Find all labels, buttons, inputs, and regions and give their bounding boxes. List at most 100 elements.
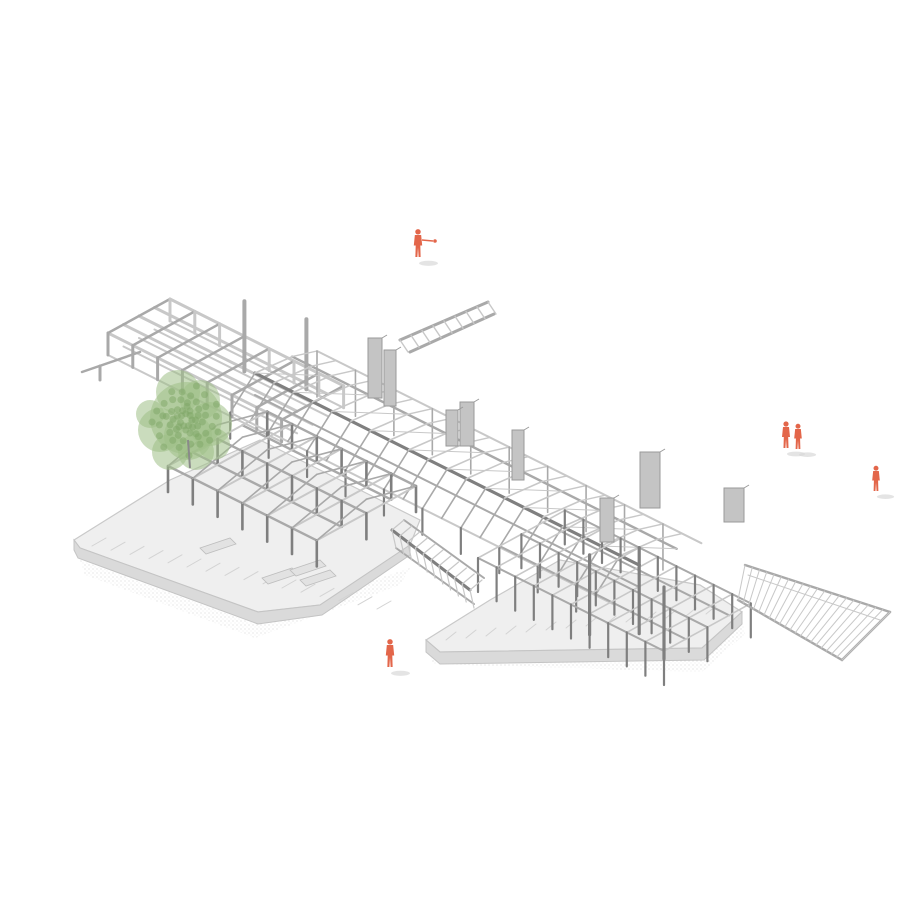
walkway-rib bbox=[768, 578, 789, 619]
brace bbox=[369, 430, 447, 434]
figure-head bbox=[387, 639, 393, 645]
bridge-rib bbox=[422, 543, 436, 555]
bridge-chord bbox=[403, 519, 485, 579]
rafter bbox=[254, 355, 294, 374]
person-figure bbox=[872, 465, 895, 499]
brace bbox=[523, 507, 601, 511]
cross-beam bbox=[156, 322, 221, 360]
leaf bbox=[148, 418, 156, 426]
brace bbox=[331, 410, 409, 415]
walkway-rib bbox=[820, 602, 862, 649]
slab-joint bbox=[465, 629, 477, 639]
leaf bbox=[191, 416, 199, 424]
slab-joint bbox=[625, 613, 637, 623]
brace bbox=[408, 449, 485, 454]
leaf bbox=[183, 399, 191, 407]
core-panel bbox=[511, 429, 525, 481]
core-panel bbox=[599, 497, 615, 543]
roof-rafter bbox=[315, 498, 368, 542]
cross-beam bbox=[131, 310, 197, 347]
leaf bbox=[169, 436, 177, 444]
person-figure bbox=[794, 423, 817, 457]
leaf bbox=[187, 392, 195, 400]
rafter bbox=[310, 359, 337, 367]
overhead-bridge-rib bbox=[487, 301, 497, 315]
leaf bbox=[174, 431, 182, 439]
cross-beam bbox=[181, 334, 246, 372]
core-edge bbox=[381, 334, 388, 339]
figure-head bbox=[783, 421, 789, 427]
walkway-rib bbox=[794, 590, 826, 634]
leaf bbox=[194, 433, 202, 441]
bridge-rib bbox=[446, 561, 460, 573]
walkway-rail bbox=[747, 574, 881, 621]
rafter bbox=[331, 394, 370, 413]
rafter bbox=[618, 513, 645, 521]
bridge-rib bbox=[391, 529, 397, 549]
walkway-rib bbox=[784, 585, 811, 628]
leaf bbox=[195, 405, 203, 413]
roof-rafter bbox=[266, 473, 318, 517]
bridge-rib bbox=[461, 573, 475, 585]
cantilever-beam bbox=[80, 350, 142, 374]
leaf bbox=[201, 391, 209, 399]
rafter bbox=[523, 490, 563, 509]
rafter bbox=[292, 375, 332, 394]
walkway-rib bbox=[825, 604, 869, 652]
walkway-rib bbox=[841, 611, 891, 661]
slab-joint bbox=[91, 537, 107, 547]
roof-rafter bbox=[241, 461, 293, 505]
bridge-rib bbox=[399, 525, 413, 537]
bridge-rib bbox=[422, 553, 428, 573]
roof-rafter bbox=[291, 447, 343, 463]
tree-trunk bbox=[187, 439, 191, 469]
rafter bbox=[406, 407, 434, 415]
leaf bbox=[166, 428, 174, 436]
overhead-bridge-rib bbox=[421, 329, 431, 344]
walkway-rib bbox=[773, 580, 797, 622]
figure-shadow bbox=[419, 260, 438, 266]
roof-beam bbox=[153, 306, 330, 396]
rafter bbox=[460, 487, 487, 529]
person-figure bbox=[385, 639, 410, 676]
walkway-rib bbox=[753, 571, 768, 610]
bridge-rib bbox=[399, 535, 405, 555]
brace bbox=[292, 391, 370, 396]
person-figure bbox=[782, 421, 805, 457]
roof-beam bbox=[122, 323, 299, 413]
rafter bbox=[402, 458, 429, 500]
pedestrian-bridge bbox=[736, 563, 892, 662]
core-edge bbox=[659, 448, 666, 453]
walkway-rib bbox=[831, 606, 876, 655]
slab-fixture bbox=[299, 569, 337, 587]
core-edge bbox=[395, 346, 402, 351]
roof-rafter bbox=[315, 460, 368, 476]
slab-joint bbox=[129, 545, 145, 555]
core-panel bbox=[445, 409, 459, 447]
walkway-rib bbox=[779, 583, 804, 625]
roof-beam bbox=[168, 297, 346, 388]
leaf bbox=[177, 396, 185, 404]
leaf bbox=[155, 432, 163, 440]
overhead-bridge-rib bbox=[432, 325, 442, 339]
slab-joint bbox=[300, 583, 316, 593]
slab-fixture bbox=[199, 537, 237, 555]
leaf bbox=[208, 422, 216, 430]
roof-rafter bbox=[241, 423, 293, 439]
rafter bbox=[579, 494, 606, 502]
cross-beam bbox=[106, 297, 172, 335]
rafter bbox=[383, 449, 410, 491]
roof-rafter bbox=[266, 435, 318, 451]
walkway-rib bbox=[747, 569, 760, 607]
walkway-rib bbox=[758, 573, 775, 613]
walkway-rib bbox=[805, 595, 840, 640]
rafter bbox=[344, 429, 372, 472]
leaf bbox=[178, 388, 186, 396]
core-edge bbox=[523, 426, 530, 431]
figure-shadow bbox=[876, 494, 895, 499]
brace bbox=[485, 487, 562, 492]
leaf bbox=[160, 443, 168, 451]
bridge-rib bbox=[461, 583, 467, 603]
slab-joint bbox=[445, 631, 457, 641]
